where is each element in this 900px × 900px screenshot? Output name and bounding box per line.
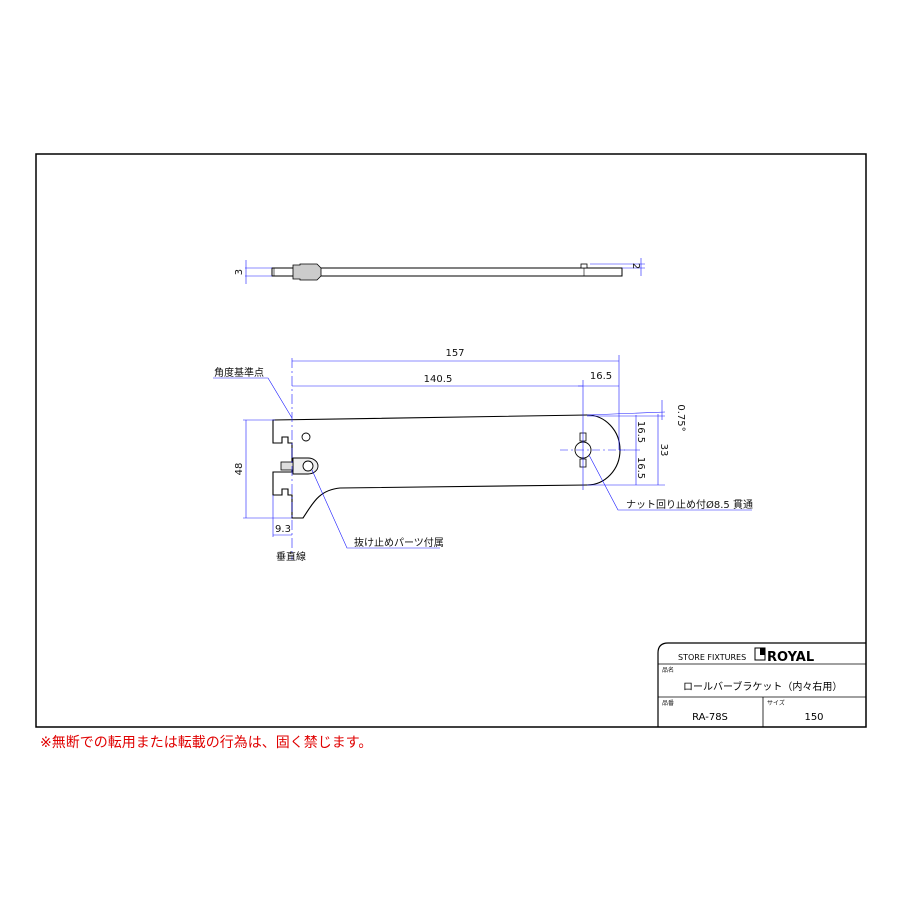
label-nut-hole: ナット回り止め付Ø8.5 貫通 bbox=[626, 498, 753, 511]
dim-upper-half: 16.5 bbox=[635, 421, 646, 443]
dim-end-height: 33 bbox=[658, 444, 669, 457]
top-view: 3 2 bbox=[234, 258, 645, 284]
title-block: STORE FIXTURES ROYAL 品名 ロールバーブラケット（内々右用）… bbox=[657, 642, 866, 727]
dim-tab: 2 bbox=[630, 263, 641, 269]
dim-total-length: 157 bbox=[445, 348, 464, 359]
size-label: サイズ bbox=[767, 699, 785, 707]
dim-lower-half: 16.5 bbox=[635, 457, 646, 479]
copyright-notice: ※無断での転用または転載の行為は、固く禁じます。 bbox=[40, 735, 373, 751]
product-name: ロールバーブラケット（内々右用） bbox=[683, 680, 842, 693]
side-view: 157 140.5 16.5 0.75° 16.5 16.5 33 48 9.3… bbox=[213, 348, 753, 563]
royal-logo: ROYAL bbox=[754, 647, 814, 665]
label-retainer: 抜け止めパーツ付属 bbox=[354, 536, 444, 549]
dim-hole-position: 140.5 bbox=[424, 374, 453, 385]
dim-thickness: 3 bbox=[234, 269, 245, 275]
company-name: STORE FIXTURES bbox=[678, 653, 746, 662]
dim-end-radius: 16.5 bbox=[590, 371, 612, 382]
size-value: 150 bbox=[804, 712, 823, 723]
dim-hook-offset: 9.3 bbox=[275, 524, 291, 535]
brand-name: ROYAL bbox=[767, 650, 814, 665]
label-reference-point: 角度基準点 bbox=[214, 366, 264, 379]
drawing-frame bbox=[35, 153, 867, 728]
dim-height: 48 bbox=[234, 463, 245, 476]
part-number: RA-78S bbox=[692, 712, 728, 723]
product-name-label: 品名 bbox=[662, 666, 674, 674]
part-number-label: 品番 bbox=[662, 700, 674, 707]
label-vertical-line: 垂直線 bbox=[276, 550, 306, 563]
dim-angle: 0.75° bbox=[675, 404, 686, 431]
